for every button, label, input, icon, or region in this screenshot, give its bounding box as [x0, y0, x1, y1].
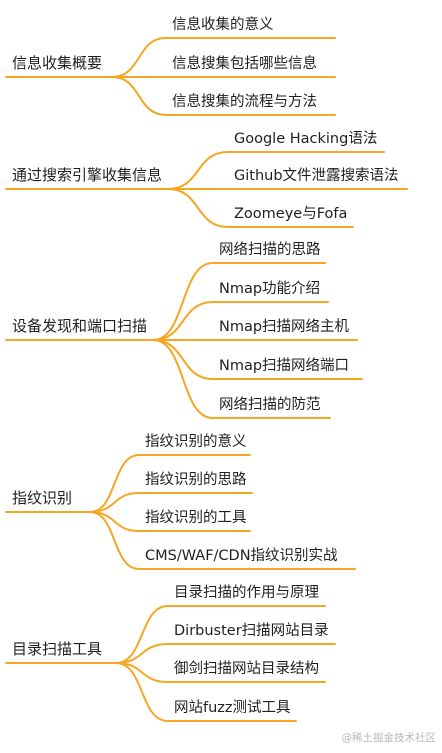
branch-connector — [167, 151, 385, 190]
root-topic: 设备发现和端口扫描 — [12, 317, 148, 335]
subtopic-label: 网站fuzz测试工具 — [174, 700, 291, 716]
watermark: @稀土掘金技术社区 — [341, 732, 437, 744]
subtopic-label: 信息搜集包括哪些信息 — [172, 56, 317, 72]
branch-connector — [115, 605, 326, 664]
branch-connector — [167, 188, 354, 228]
branch-connector — [115, 643, 336, 664]
branch-connector — [111, 76, 336, 116]
subtopic-label: 指纹识别的意义 — [145, 434, 247, 450]
subtopic-label: Dirbuster扫描网站目录 — [174, 623, 329, 639]
subtopic-label: Github文件泄露搜索语法 — [234, 168, 399, 184]
root-topic: 目录扫描工具 — [12, 640, 103, 658]
branch-connector — [152, 339, 331, 419]
subtopic-label: 御剑扫描网站目录结构 — [174, 661, 319, 677]
branch-connector — [89, 492, 253, 513]
subtopic-label: 指纹识别的工具 — [145, 510, 247, 526]
subtopic-label: Zoomeye与Fofa — [234, 206, 348, 222]
subtopic-label: 网络扫描的思路 — [219, 242, 321, 258]
subtopic-label: Nmap扫描网络端口 — [219, 358, 350, 374]
subtopic-label: 网络扫描的防范 — [219, 397, 321, 413]
subtopic-label: Nmap功能介绍 — [219, 281, 321, 297]
subtopic-label: Google Hacking语法 — [234, 131, 378, 147]
subtopic-label: CMS/WAF/CDN指纹识别实战 — [145, 548, 338, 564]
branch-connector — [111, 37, 336, 78]
subtopic-label: 信息收集的意义 — [172, 17, 274, 33]
root-topic: 指纹识别 — [12, 489, 73, 507]
branch-connector — [152, 339, 363, 380]
branch-connector — [152, 262, 326, 341]
root-topic: 通过搜索引擎收集信息 — [12, 166, 163, 184]
branch-connector — [115, 662, 297, 722]
branch-connector — [152, 301, 329, 341]
subtopic-label: Nmap扫描网络主机 — [219, 319, 350, 335]
branch-connector — [89, 511, 251, 532]
subtopic-label: 目录扫描的作用与原理 — [174, 585, 319, 601]
root-topic: 信息收集概要 — [12, 54, 103, 72]
branch-connector — [89, 454, 251, 513]
branch-connector — [115, 662, 326, 683]
branch-connector — [89, 511, 356, 570]
subtopic-label: 指纹识别的思路 — [145, 472, 247, 488]
subtopic-label: 信息搜集的流程与方法 — [172, 94, 317, 110]
